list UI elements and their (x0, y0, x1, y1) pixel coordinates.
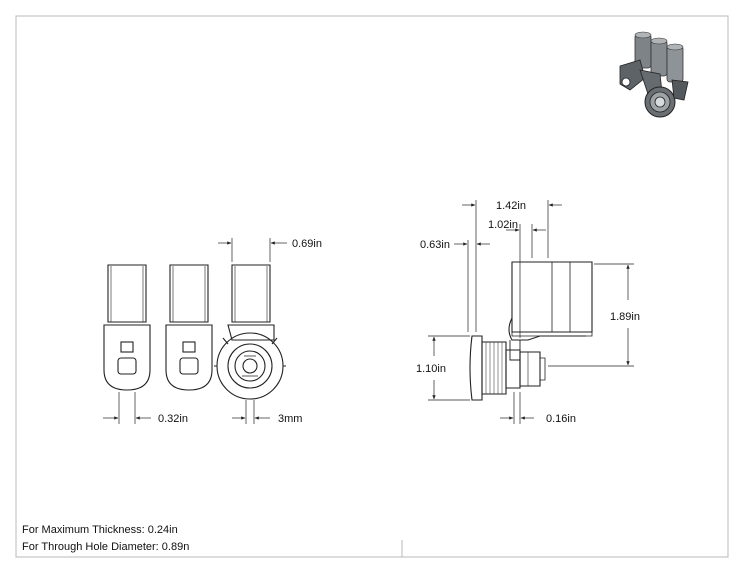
dim-arm-length (506, 224, 546, 338)
dim-tab-width (103, 392, 151, 424)
dim-nut-width-label: 0.16in (546, 413, 576, 425)
dim-nut-width (500, 392, 534, 424)
note-max-thickness: For Maximum Thickness: 0.24in (22, 524, 178, 536)
dim-overall-length (462, 200, 562, 332)
note-through-hole: For Through Hole Diameter: 0.89n (22, 541, 190, 553)
dim-tab-width-label: 0.32in (158, 413, 188, 425)
dim-overall-length-label: 1.42in (496, 200, 526, 212)
dim-thread-height-label: 1.10in (416, 363, 446, 375)
dim-body-height (548, 263, 634, 367)
dim-bore-label: 3mm (278, 413, 302, 425)
front-view-middle (165, 264, 213, 391)
front-view-right (214, 264, 286, 400)
dim-front-width-label: 0.69in (292, 238, 322, 250)
dim-thread-height (428, 335, 470, 401)
dim-bore (232, 400, 270, 424)
dim-front-width (218, 238, 287, 262)
front-view-left (103, 264, 151, 391)
side-view (469, 261, 593, 401)
drawing-border (15, 15, 729, 558)
dim-flange-offset-label: 0.63in (420, 239, 450, 251)
dim-body-height-label: 1.89in (610, 311, 640, 323)
isometric-thumbnail (619, 31, 689, 118)
dim-flange-offset (454, 240, 490, 332)
dim-arm-length-label: 1.02in (488, 219, 518, 231)
